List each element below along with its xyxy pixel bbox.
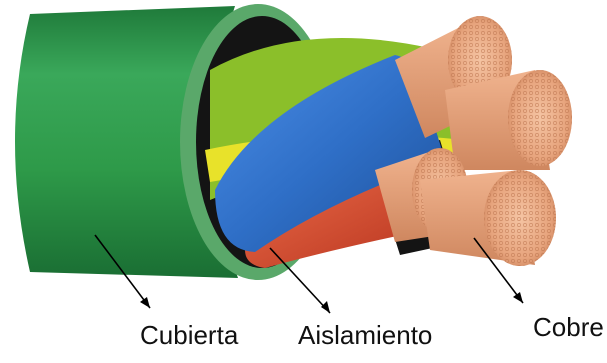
label-cubierta: Cubierta bbox=[140, 322, 238, 348]
copper-conductor-bottom-right bbox=[420, 170, 556, 266]
label-cobre: Cobre bbox=[533, 314, 604, 340]
label-aislamiento: Aislamiento bbox=[298, 322, 432, 348]
